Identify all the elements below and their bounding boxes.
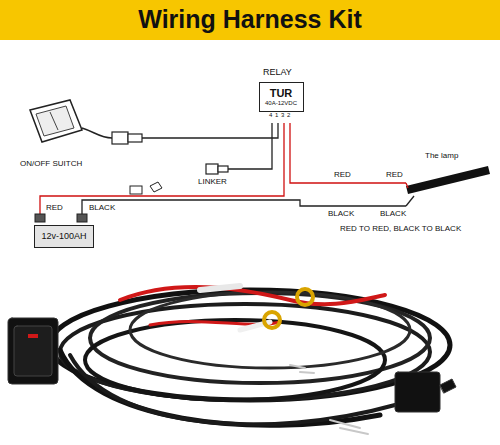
part-name: RELAY (263, 68, 292, 78)
fuse-holder (130, 182, 162, 194)
node-text: 40A-12VDC (265, 100, 297, 107)
pin-number: 1 (275, 112, 278, 119)
wire-color: BLACK (89, 204, 115, 213)
part-name: LINKER (198, 178, 227, 187)
wiring-note: RED TO RED, BLACK TO BLACK (340, 225, 461, 234)
battery-terminals (35, 214, 87, 222)
node-text: TUR (270, 87, 293, 100)
linker-connector (206, 164, 228, 174)
harness-photo (8, 286, 456, 434)
node-text: 12v-100AH (41, 231, 86, 241)
wire-color: RED (46, 204, 63, 213)
wire-color: RED (386, 171, 403, 180)
lamp (406, 166, 490, 206)
wire-color: BLACK (380, 210, 406, 219)
wire-color: RED (334, 171, 351, 180)
schematic-wires (40, 123, 406, 214)
page-title: Wiring Harness Kit (0, 5, 500, 34)
wire-color: BLACK (328, 210, 354, 219)
pin-number: 3 (281, 112, 284, 119)
relay-box: TUR40A-12VDC (259, 82, 304, 112)
pin-number: 4 (269, 112, 272, 119)
rocker-switch (30, 100, 142, 144)
pin-number: 2 (287, 112, 290, 119)
battery-box: 12v-100AH (34, 225, 94, 248)
part-name: ON/OFF SUITCH (20, 160, 82, 169)
part-name: The lamp (425, 152, 458, 161)
